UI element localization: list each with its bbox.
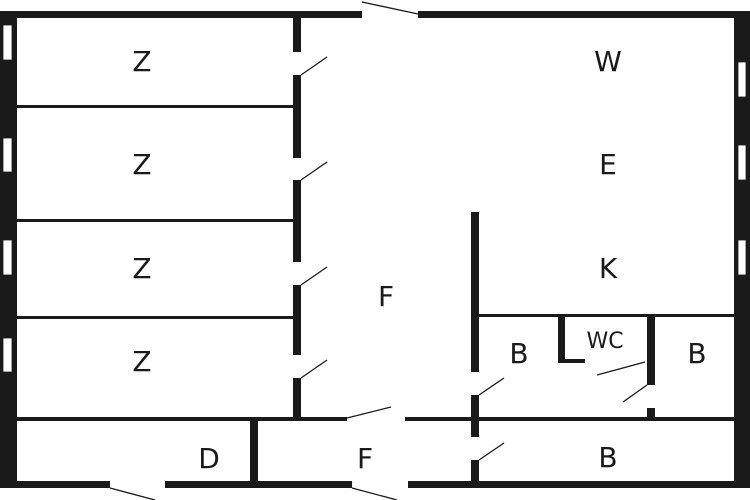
- window: [737, 239, 747, 276]
- room-label-w: W: [594, 45, 622, 78]
- wall-segment: [293, 180, 301, 262]
- windows: [2, 24, 747, 373]
- wall-segment: [17, 219, 295, 222]
- door-swing: [109, 487, 156, 500]
- outer-wall-bottom-3: [408, 481, 750, 488]
- wall-segment: [647, 408, 655, 419]
- wall-segment: [471, 460, 479, 483]
- window: [2, 24, 13, 61]
- wall-segment: [293, 378, 301, 420]
- outer-wall-bottom-2: [165, 481, 352, 488]
- room-label-hall: F: [378, 280, 394, 313]
- outer-wall-top-left: [0, 11, 362, 18]
- window: [2, 239, 13, 276]
- door-swing: [300, 266, 328, 286]
- wall-segment: [293, 285, 301, 355]
- window: [2, 337, 13, 373]
- door-swings: [109, 1, 648, 500]
- wall-segment: [471, 212, 479, 372]
- room-label-bath1: B: [509, 337, 528, 370]
- wall-segment: [471, 395, 479, 437]
- room-label-k: K: [599, 252, 618, 285]
- door-swing: [596, 361, 646, 376]
- door-swing: [351, 487, 398, 500]
- door-swing: [300, 161, 328, 181]
- wall-segment: [558, 359, 585, 363]
- door-swing: [622, 384, 648, 403]
- wall-segment: [17, 105, 295, 108]
- door-swing: [300, 56, 328, 76]
- room-label-z4: Z: [132, 345, 151, 378]
- room-label-z1: Z: [132, 45, 151, 78]
- door-swing: [478, 377, 505, 396]
- room-label-wc: WC: [586, 329, 623, 354]
- wall-segment: [405, 417, 734, 421]
- walls: [0, 11, 750, 488]
- wall-segment: [647, 316, 655, 385]
- wall-segment: [250, 419, 258, 483]
- room-label-d: D: [198, 442, 220, 475]
- wall-segment: [558, 316, 565, 363]
- door-swing: [300, 359, 328, 379]
- outer-wall-bottom-1: [0, 481, 110, 488]
- door-swing: [346, 406, 392, 419]
- wall-segment: [293, 17, 301, 52]
- wall-segment: [478, 314, 734, 317]
- room-label-e: E: [599, 148, 617, 181]
- window: [2, 137, 13, 173]
- wall-segment: [17, 417, 347, 421]
- room-label-z3: Z: [132, 252, 151, 285]
- window: [737, 61, 747, 98]
- wall-segment: [17, 316, 295, 319]
- window: [737, 144, 747, 181]
- outer-wall-top-right: [418, 11, 750, 18]
- room-label-hall2: F: [357, 442, 373, 475]
- door-swing: [361, 1, 419, 15]
- wall-segment: [293, 75, 301, 158]
- room-label-bath3: B: [598, 441, 617, 474]
- room-label-z2: Z: [132, 148, 151, 181]
- room-label-bath2: B: [687, 337, 706, 370]
- door-swing: [478, 442, 505, 461]
